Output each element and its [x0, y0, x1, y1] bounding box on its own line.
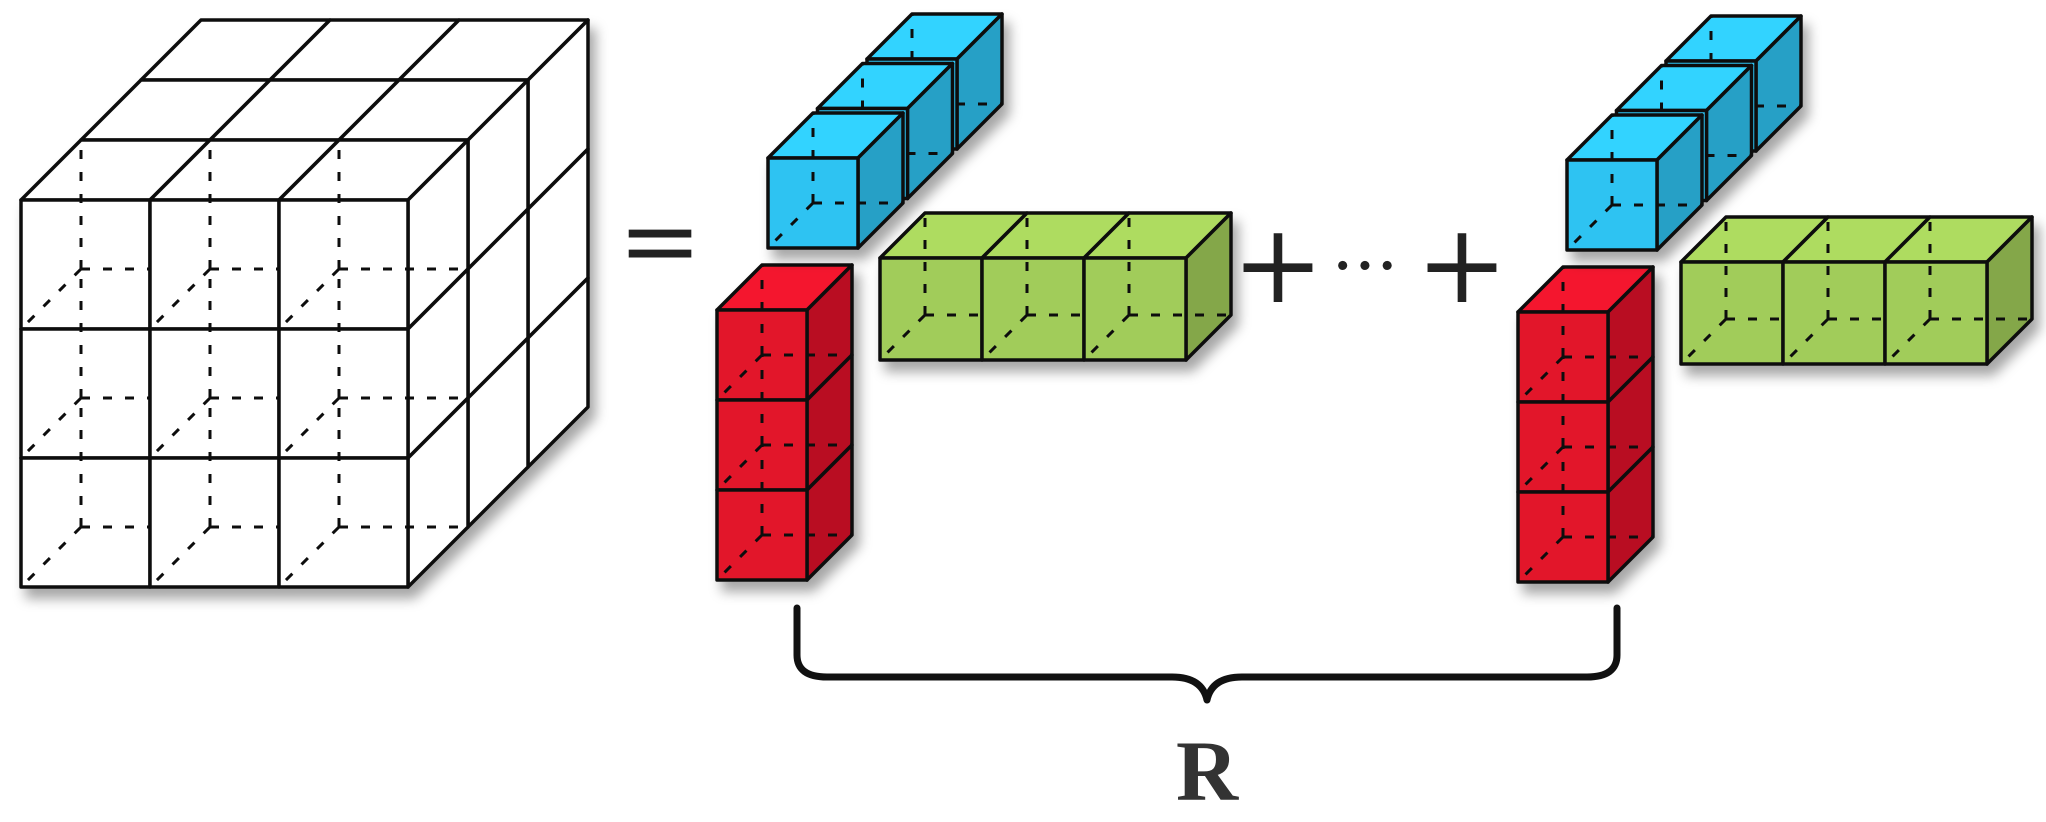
underbrace — [793, 604, 1621, 704]
cube-front-face — [1883, 260, 1989, 366]
cube-front-face — [148, 327, 281, 460]
rank-one-term-2 — [1516, 14, 2034, 584]
blue-factor-column — [766, 12, 1004, 250]
ellipsis: ··· — [1332, 225, 1399, 307]
plus-dots-plus: + ··· + — [1232, 200, 1508, 328]
hidden-edge — [277, 267, 341, 331]
cube-front-face — [878, 256, 984, 362]
cube-front-face — [277, 198, 410, 331]
hidden-edge — [148, 396, 212, 460]
cube-front-face — [19, 327, 152, 460]
green-factor-row — [1679, 215, 2034, 366]
plus-sign-left: + — [1232, 200, 1324, 328]
cube-front-face — [1679, 260, 1785, 366]
cube-front-face — [19, 456, 152, 589]
plus-sign-right: + — [1416, 200, 1508, 328]
red-factor-column — [1516, 265, 1655, 584]
hidden-edge — [19, 267, 83, 331]
cube-front-face — [1082, 256, 1188, 362]
hidden-edge — [148, 525, 212, 589]
cube-front-face — [277, 327, 410, 460]
rank-one-term-1 — [715, 12, 1233, 582]
tensor-cube — [19, 18, 590, 589]
hidden-edge — [148, 267, 212, 331]
rank-label: R — [1176, 723, 1239, 819]
cube-front-face — [980, 256, 1086, 362]
cube-front-face — [148, 456, 281, 589]
hidden-edge — [19, 525, 83, 589]
cube-front-face — [1781, 260, 1887, 366]
cube-front-face — [277, 456, 410, 589]
hidden-edge — [19, 396, 83, 460]
green-factor-row — [878, 211, 1233, 362]
cube-front-face — [19, 198, 152, 331]
cube-front-face — [148, 198, 281, 331]
blue-factor-column — [1565, 14, 1803, 252]
equals-sign: = — [618, 182, 702, 299]
red-factor-column — [715, 263, 854, 582]
hidden-edge — [277, 525, 341, 589]
hidden-edge — [277, 396, 341, 460]
